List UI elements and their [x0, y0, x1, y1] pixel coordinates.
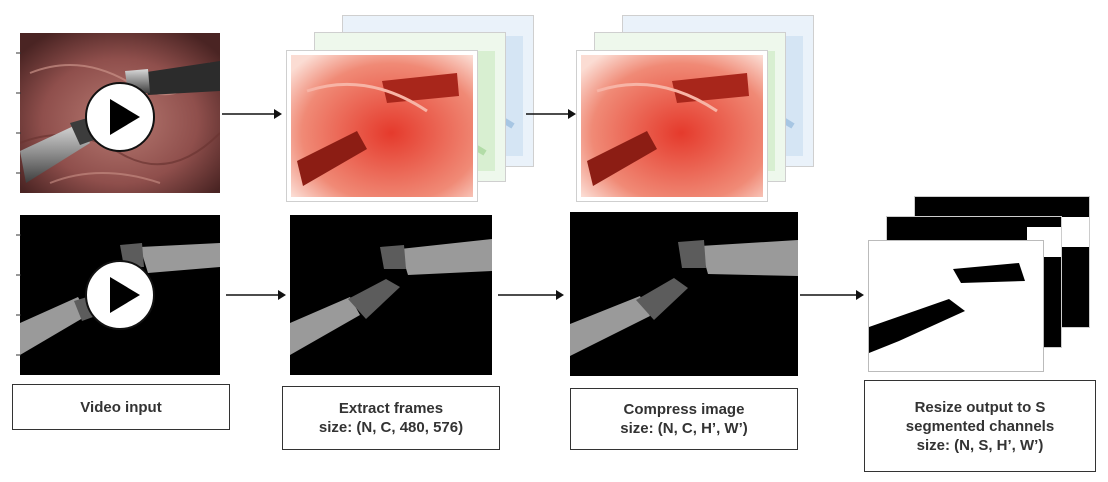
caption-line: Compress image	[623, 401, 745, 418]
caption-extract-frames: Extract frames size: (N, C, 480, 576)	[282, 386, 500, 450]
video-mask-axis-ticks	[16, 215, 22, 375]
video-mask-frame	[20, 215, 220, 375]
caption-line: size: (N, C, H’, W’)	[620, 420, 748, 437]
caption-line: segmented channels	[905, 417, 1055, 435]
play-icon[interactable]	[84, 81, 156, 153]
caption-line: Video input	[80, 398, 162, 416]
arrow-right	[498, 289, 564, 301]
caption-line: Extract frames	[338, 400, 444, 417]
extracted-mask-frame	[290, 215, 492, 375]
caption-compress-image: Compress image size: (N, C, H’, W’)	[570, 388, 798, 450]
channel-red-frame	[286, 50, 478, 202]
arrow-right	[226, 289, 286, 301]
video-input-frame	[20, 33, 220, 193]
arrow-right	[800, 289, 864, 301]
compressed-red-frame	[576, 50, 768, 202]
video-input-axis-ticks	[16, 33, 22, 193]
arrow-right	[222, 108, 282, 120]
caption-line: Resize output to S	[914, 398, 1046, 416]
segment-channel-front	[868, 240, 1044, 372]
caption-line: size: (N, S, H’, W’)	[916, 436, 1044, 454]
arrow-right	[526, 108, 576, 120]
compressed-mask-frame	[570, 212, 798, 376]
play-icon[interactable]	[84, 259, 156, 331]
caption-video-input: Video input	[12, 384, 230, 430]
caption-line: size: (N, C, 480, 576)	[318, 419, 464, 436]
caption-resize-output: Resize output to S segmented channels si…	[864, 380, 1096, 472]
